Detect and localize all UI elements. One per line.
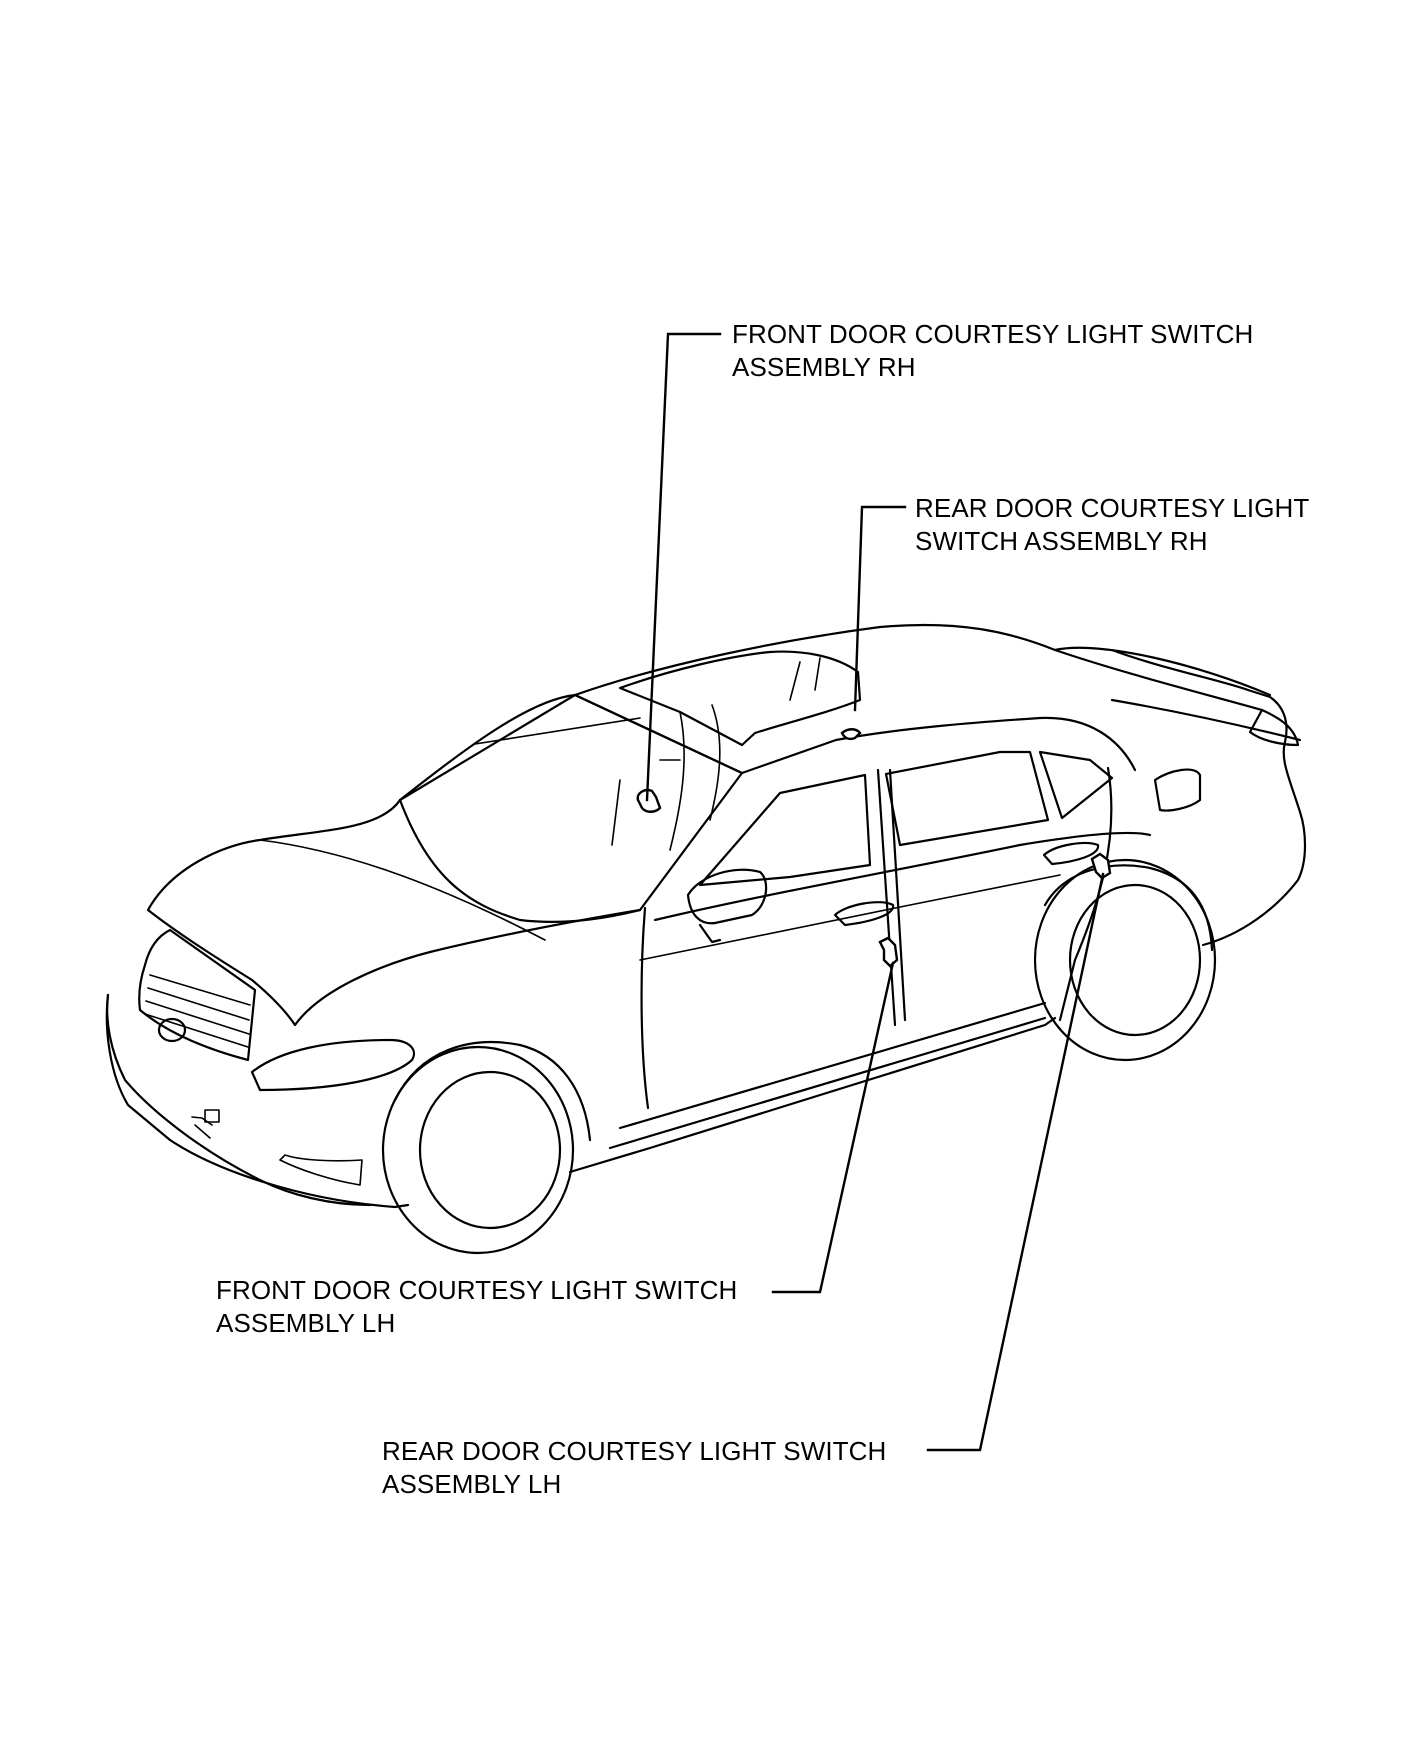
sunroof <box>618 650 862 747</box>
headlight <box>250 1038 416 1092</box>
sensor <box>204 1109 220 1123</box>
leader-rear-lh <box>926 872 1105 1452</box>
callout-front-rh-line1: FRONT DOOR COURTESY LIGHT SWITCH <box>732 319 1254 349</box>
callout-front-lh-line1: FRONT DOOR COURTESY LIGHT SWITCH <box>216 1275 738 1305</box>
pillar-lines <box>669 657 821 851</box>
leader-rear-rh <box>853 505 907 712</box>
front-wheel <box>381 1041 592 1255</box>
belt-line <box>653 831 1152 922</box>
callout-front-rh-line2: ASSEMBLY RH <box>732 352 916 382</box>
rear-quarter-window <box>1038 750 1114 820</box>
callout-rear-door-lh: REAR DOOR COURTESY LIGHT SWITCH ASSEMBLY… <box>382 1435 886 1501</box>
front-lh-switch-icon <box>878 936 899 968</box>
callout-front-door-rh: FRONT DOOR COURTESY LIGHT SWITCH ASSEMBL… <box>732 318 1253 384</box>
leader-front-rh <box>645 332 722 802</box>
front-side-window <box>698 773 872 887</box>
car-illustration <box>105 623 1307 1255</box>
front-rh-switch-icon <box>636 788 662 813</box>
rear-door-handle <box>1042 841 1100 866</box>
trunk <box>1053 646 1302 742</box>
dash-line <box>611 759 681 846</box>
grille <box>138 928 257 1062</box>
callout-rear-door-rh: REAR DOOR COURTESY LIGHT SWITCH ASSEMBLY… <box>915 492 1309 558</box>
car-roof-edge <box>573 693 1137 775</box>
rocker-panel <box>608 1001 1047 1150</box>
callout-rear-rh-line1: REAR DOOR COURTESY LIGHT <box>915 493 1310 523</box>
callout-rear-lh-line1: REAR DOOR COURTESY LIGHT SWITCH <box>382 1436 887 1466</box>
hood-outline <box>146 798 642 1027</box>
car-roof <box>398 623 1264 802</box>
callout-front-door-lh: FRONT DOOR COURTESY LIGHT SWITCH ASSEMBL… <box>216 1274 737 1340</box>
leader-front-lh <box>771 961 895 1294</box>
grille-bars <box>144 974 251 1048</box>
character-line <box>639 874 1061 961</box>
rear-rh-switch-icon <box>840 728 862 741</box>
tail-light <box>1248 708 1300 747</box>
callout-front-lh-line2: ASSEMBLY LH <box>216 1308 396 1338</box>
fog-light <box>191 1116 363 1186</box>
car-body-outline <box>105 648 1307 1209</box>
callout-rear-lh-line2: ASSEMBLY LH <box>382 1469 562 1499</box>
rear-lh-switch-icon <box>1090 852 1112 880</box>
hood-crease <box>259 839 546 941</box>
front-door-seam <box>640 906 650 1110</box>
rear-side-window <box>884 750 1050 847</box>
leader-lines <box>645 332 1105 1452</box>
fuel-door <box>1153 768 1202 812</box>
front-door-handle <box>833 901 895 927</box>
badge <box>157 1017 187 1043</box>
windshield-inner-line <box>474 717 641 745</box>
b-pillar <box>876 768 907 1027</box>
front-bumper <box>106 993 372 1207</box>
callout-rear-rh-line2: SWITCH ASSEMBLY RH <box>915 526 1208 556</box>
side-mirror <box>686 868 768 944</box>
rear-wheel <box>1033 858 1217 1062</box>
